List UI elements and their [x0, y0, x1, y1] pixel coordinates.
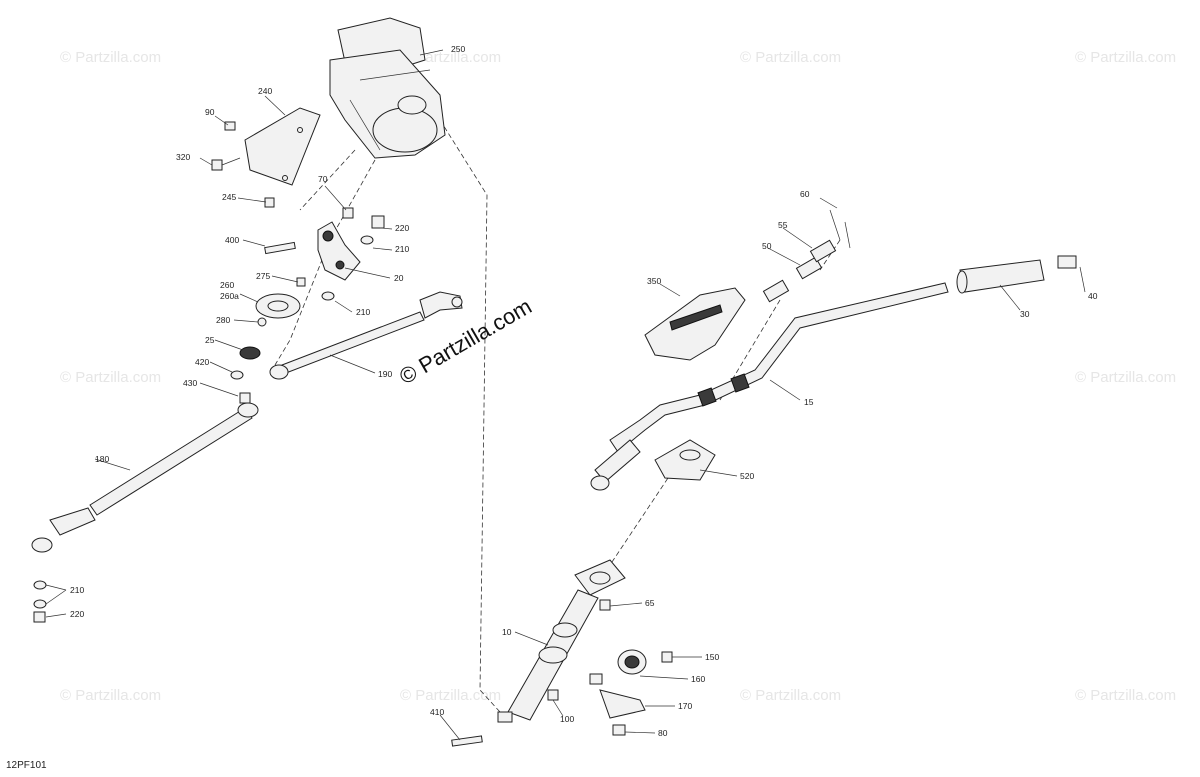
- callout-250: 250: [451, 44, 465, 54]
- fasteners: [211, 121, 385, 301]
- callout-520: 520: [740, 471, 754, 481]
- callout-15: 15: [804, 397, 814, 407]
- callout-210: 210: [356, 307, 370, 317]
- callout-80: 80: [658, 728, 668, 738]
- callout-190: 190: [378, 369, 392, 379]
- bearing-assembly: [451, 599, 673, 747]
- watermark: © Partzilla.com: [740, 49, 841, 66]
- callout-20: 20: [394, 273, 404, 283]
- callout-245: 245: [222, 192, 236, 202]
- callout-160: 160: [691, 674, 705, 684]
- bracket: [244, 107, 321, 186]
- watermark: © Partzilla.com: [740, 687, 841, 704]
- callout-65: 65: [645, 598, 655, 608]
- callout-350: 350: [647, 276, 661, 286]
- watermark: © Partzilla.com: [60, 687, 161, 704]
- callout-55: 55: [778, 220, 788, 230]
- riser-clamp: [654, 439, 716, 481]
- callout-40: 40: [1088, 291, 1098, 301]
- leader-lines: [45, 49, 1086, 741]
- diagram-code: 12PF101: [6, 760, 47, 771]
- callout-150: 150: [705, 652, 719, 662]
- callout-70: 70: [318, 174, 328, 184]
- callout-210: 210: [395, 244, 409, 254]
- tie-rod-190: [269, 291, 463, 380]
- brand-watermark: © Partzilla.com: [395, 294, 536, 390]
- watermark-layer: © Partzilla.com © Partzilla.com © Partzi…: [60, 49, 1176, 704]
- callout-400: 400: [225, 235, 239, 245]
- callouts: 250 240 90 320 245 70 220 210 400 20 275…: [70, 44, 1098, 738]
- watermark: © Partzilla.com: [1075, 369, 1176, 386]
- steering-column: [497, 559, 626, 723]
- boot-assembly: [230, 293, 301, 404]
- callout-60: 60: [800, 189, 810, 199]
- callout-420: 420: [195, 357, 209, 367]
- handlebar: [590, 282, 949, 491]
- callout-210: 210: [70, 585, 84, 595]
- handlebar-pad: [644, 287, 746, 361]
- watermark: © Partzilla.com: [400, 687, 501, 704]
- callout-10: 10: [502, 627, 512, 637]
- pitman-arm: [317, 221, 361, 281]
- watermark: © Partzilla.com: [1075, 687, 1176, 704]
- clamp-hardware: [762, 209, 851, 303]
- callout-260a: 260a: [220, 291, 239, 301]
- callout-100: 100: [560, 714, 574, 724]
- callout-220: 220: [70, 609, 84, 619]
- tie-rod-180: [31, 402, 259, 623]
- callout-90: 90: [205, 107, 215, 117]
- callout-275: 275: [256, 271, 270, 281]
- callout-180: 180: [95, 454, 109, 464]
- assembly-lines: [274, 119, 841, 713]
- callout-170: 170: [678, 701, 692, 711]
- watermark: © Partzilla.com: [60, 369, 161, 386]
- watermark: © Partzilla.com: [400, 49, 501, 66]
- callout-30: 30: [1020, 309, 1030, 319]
- grip: [956, 255, 1077, 294]
- callout-410: 410: [430, 707, 444, 717]
- callout-260: 260: [220, 280, 234, 290]
- callout-50: 50: [762, 241, 772, 251]
- callout-320: 320: [176, 152, 190, 162]
- callout-240: 240: [258, 86, 272, 96]
- callout-280: 280: [216, 315, 230, 325]
- callout-220: 220: [395, 223, 409, 233]
- watermark: © Partzilla.com: [60, 49, 161, 66]
- callout-430: 430: [183, 378, 197, 388]
- steering-actuator: [329, 17, 446, 159]
- watermark: © Partzilla.com: [1075, 49, 1176, 66]
- callout-25: 25: [205, 335, 215, 345]
